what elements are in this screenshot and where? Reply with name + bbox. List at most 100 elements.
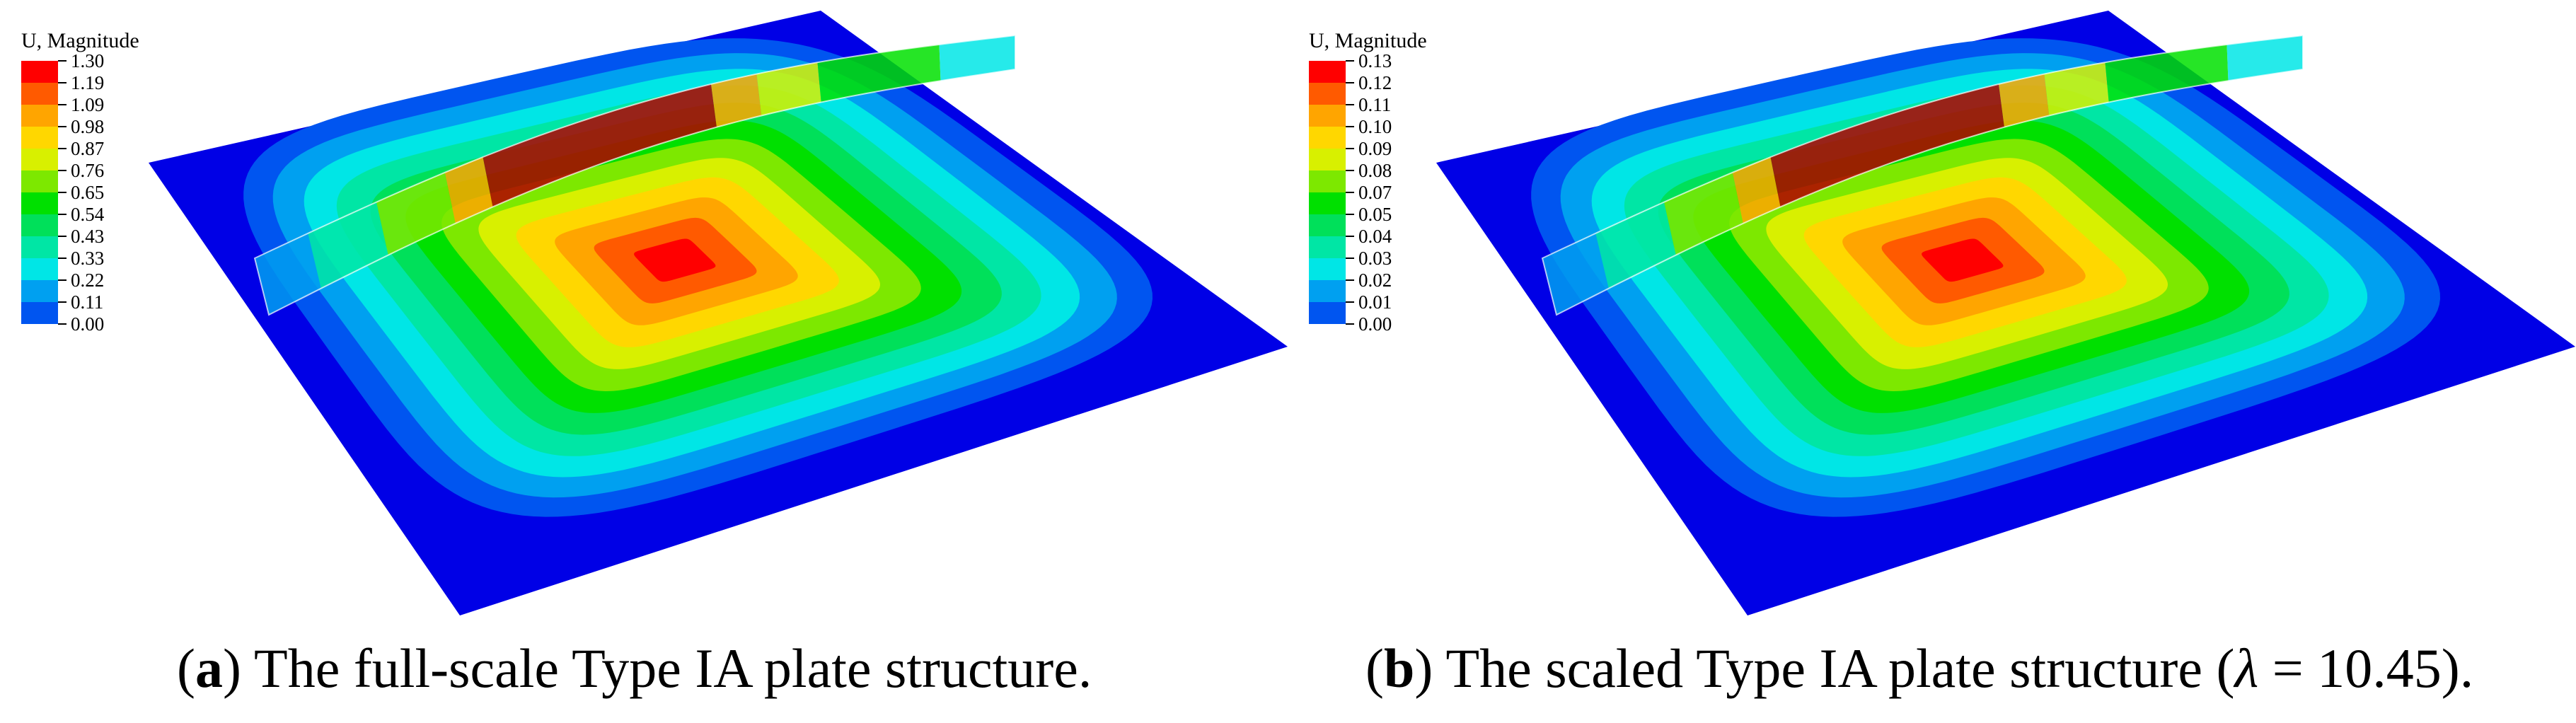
legend-tick-label: 0.11	[1358, 94, 1392, 115]
legend-tick-mark	[58, 258, 67, 259]
legend-swatch	[1309, 258, 1346, 280]
legend-tick-mark	[1346, 236, 1354, 237]
legend-swatch	[21, 280, 58, 302]
legend-tick-mark	[1346, 82, 1354, 83]
beam-band	[817, 45, 941, 103]
legend-tick-label: 0.65	[71, 182, 105, 203]
legend-swatch	[21, 192, 58, 214]
legend-swatch	[21, 105, 58, 127]
legend-tick-label: 0.76	[71, 160, 105, 181]
legend-tick-label: 0.05	[1358, 204, 1392, 225]
caption-letter: a	[195, 637, 223, 699]
legend-tick-label: 0.43	[71, 226, 105, 247]
beam-band	[1664, 172, 1743, 255]
legend-tick-mark	[58, 126, 67, 127]
caption-open: (	[177, 637, 195, 699]
legend-swatch	[1309, 192, 1346, 214]
legend-tick-label: 0.01	[1358, 291, 1392, 313]
legend-tick-mark	[1346, 279, 1354, 281]
legend-tick-mark	[58, 301, 67, 303]
legend-tick-label: 0.87	[71, 138, 105, 159]
legend-swatch	[21, 236, 58, 258]
legend-title: U, Magnitude	[1309, 29, 1427, 52]
legend-tick-label: 1.19	[71, 72, 105, 93]
legend-tick-mark	[58, 323, 67, 325]
legend-tick-label: 0.00	[71, 313, 105, 335]
legend-tick-mark	[58, 170, 67, 171]
legend-tick-label: 1.30	[71, 50, 105, 71]
legend-swatch	[1309, 236, 1346, 258]
beam-band	[2105, 45, 2229, 103]
beam-band	[939, 35, 1015, 81]
legend-tick-mark	[58, 82, 67, 83]
legend-tick-mark	[58, 192, 67, 193]
legend-tick-label: 0.10	[1358, 116, 1392, 137]
legend-swatch	[1309, 61, 1346, 83]
legend-swatch	[1309, 170, 1346, 192]
legend-tick-mark	[58, 60, 67, 62]
caption-text: The full-scale Type IA plate structure.	[241, 637, 1092, 699]
legend-tick-label: 0.00	[1358, 313, 1392, 335]
beam-outline	[1541, 34, 2304, 316]
legend-tick-label: 0.03	[1358, 248, 1392, 269]
legend-tick-mark	[1346, 214, 1354, 215]
legend-swatch	[21, 149, 58, 170]
legend-tick-mark	[1346, 126, 1354, 127]
legend-swatch	[21, 61, 58, 83]
legend-tick-mark	[1346, 148, 1354, 149]
legend-tick-mark	[1346, 60, 1354, 62]
beam-band	[711, 74, 762, 127]
legend-swatch	[1309, 302, 1346, 324]
caption-symbol: λ	[2234, 637, 2259, 699]
caption-close: )	[222, 637, 241, 699]
legend-swatch	[1309, 83, 1346, 105]
legend-tick-mark	[1346, 104, 1354, 105]
deformed-plate-contour	[149, 11, 1288, 615]
legend-tick-label: 1.09	[71, 94, 105, 115]
caption: (b) The scaled Type IA plate structure (…	[1365, 637, 2473, 700]
legend-tick-label: 0.98	[71, 116, 105, 137]
legend-swatch	[21, 258, 58, 280]
caption-letter: b	[1383, 637, 1415, 699]
beam-band	[1770, 83, 2004, 207]
deformed-plate-contour	[1436, 11, 2575, 615]
legend-tick-label: 0.13	[1358, 50, 1392, 71]
legend-tick-mark	[1346, 192, 1354, 193]
legend-tick-label: 0.04	[1358, 226, 1392, 247]
legend-tick-mark	[1346, 323, 1354, 325]
legend-tick-label: 0.02	[1358, 270, 1392, 291]
legend-tick-mark	[1346, 301, 1354, 303]
contour-band	[1922, 238, 2004, 282]
legend-swatch	[1309, 127, 1346, 149]
legend-tick-mark	[58, 104, 67, 105]
beam-band	[1732, 157, 1781, 224]
beam-band	[1595, 202, 1676, 289]
legend-swatch	[21, 170, 58, 192]
legend-swatch	[21, 83, 58, 105]
caption-text: The scaled Type IA plate structure (	[1433, 637, 2235, 699]
legend-title: U, Magnitude	[21, 29, 139, 52]
beam-band	[308, 202, 388, 289]
legend-swatch	[1309, 105, 1346, 127]
legend-swatch	[1309, 280, 1346, 302]
caption-tail: = 10.45).	[2258, 637, 2474, 699]
legend-swatch	[1309, 214, 1346, 236]
legend-tick-mark	[58, 236, 67, 237]
legend-tick-label: 0.54	[71, 204, 105, 225]
legend-swatch	[21, 302, 58, 324]
legend-swatch	[1309, 149, 1346, 170]
caption: (a) The full-scale Type IA plate structu…	[177, 637, 1092, 700]
beam-outline	[253, 34, 1016, 316]
legend-tick-mark	[58, 214, 67, 215]
caption-close: )	[1414, 637, 1433, 699]
beam-band	[255, 233, 321, 315]
legend-tick-label: 0.33	[71, 248, 105, 269]
beam-band	[483, 83, 717, 207]
legend-tick-mark	[1346, 258, 1354, 259]
caption-open: (	[1365, 637, 1384, 699]
contour-band	[634, 238, 716, 282]
legend-tick-label: 0.08	[1358, 160, 1392, 181]
